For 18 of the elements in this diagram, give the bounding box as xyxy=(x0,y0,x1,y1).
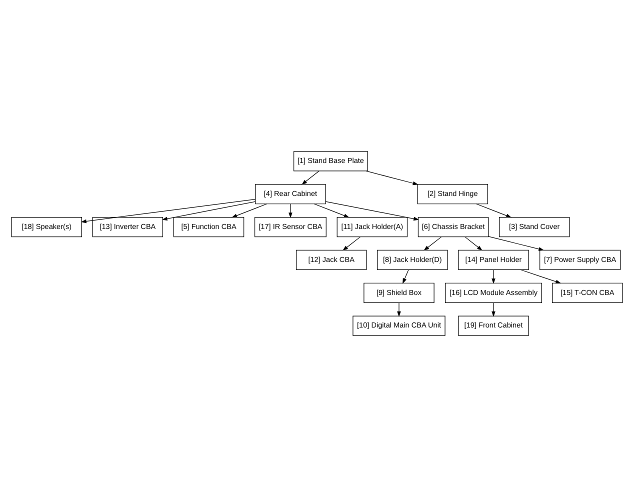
arrow xyxy=(366,170,418,186)
arrow xyxy=(464,236,482,251)
arrow xyxy=(492,269,496,284)
arrow xyxy=(488,236,544,251)
arrow xyxy=(162,201,256,221)
arrow xyxy=(342,236,361,251)
arrow xyxy=(325,201,420,221)
arrow xyxy=(314,204,350,218)
arrow xyxy=(424,236,442,251)
arrow xyxy=(80,199,256,224)
arrow xyxy=(302,170,320,185)
arrow xyxy=(492,302,496,317)
arrow xyxy=(232,204,268,218)
arrow xyxy=(397,302,401,317)
arrow xyxy=(288,204,292,218)
arrow xyxy=(476,204,512,218)
arrow xyxy=(402,269,409,284)
arrow xyxy=(520,269,562,284)
